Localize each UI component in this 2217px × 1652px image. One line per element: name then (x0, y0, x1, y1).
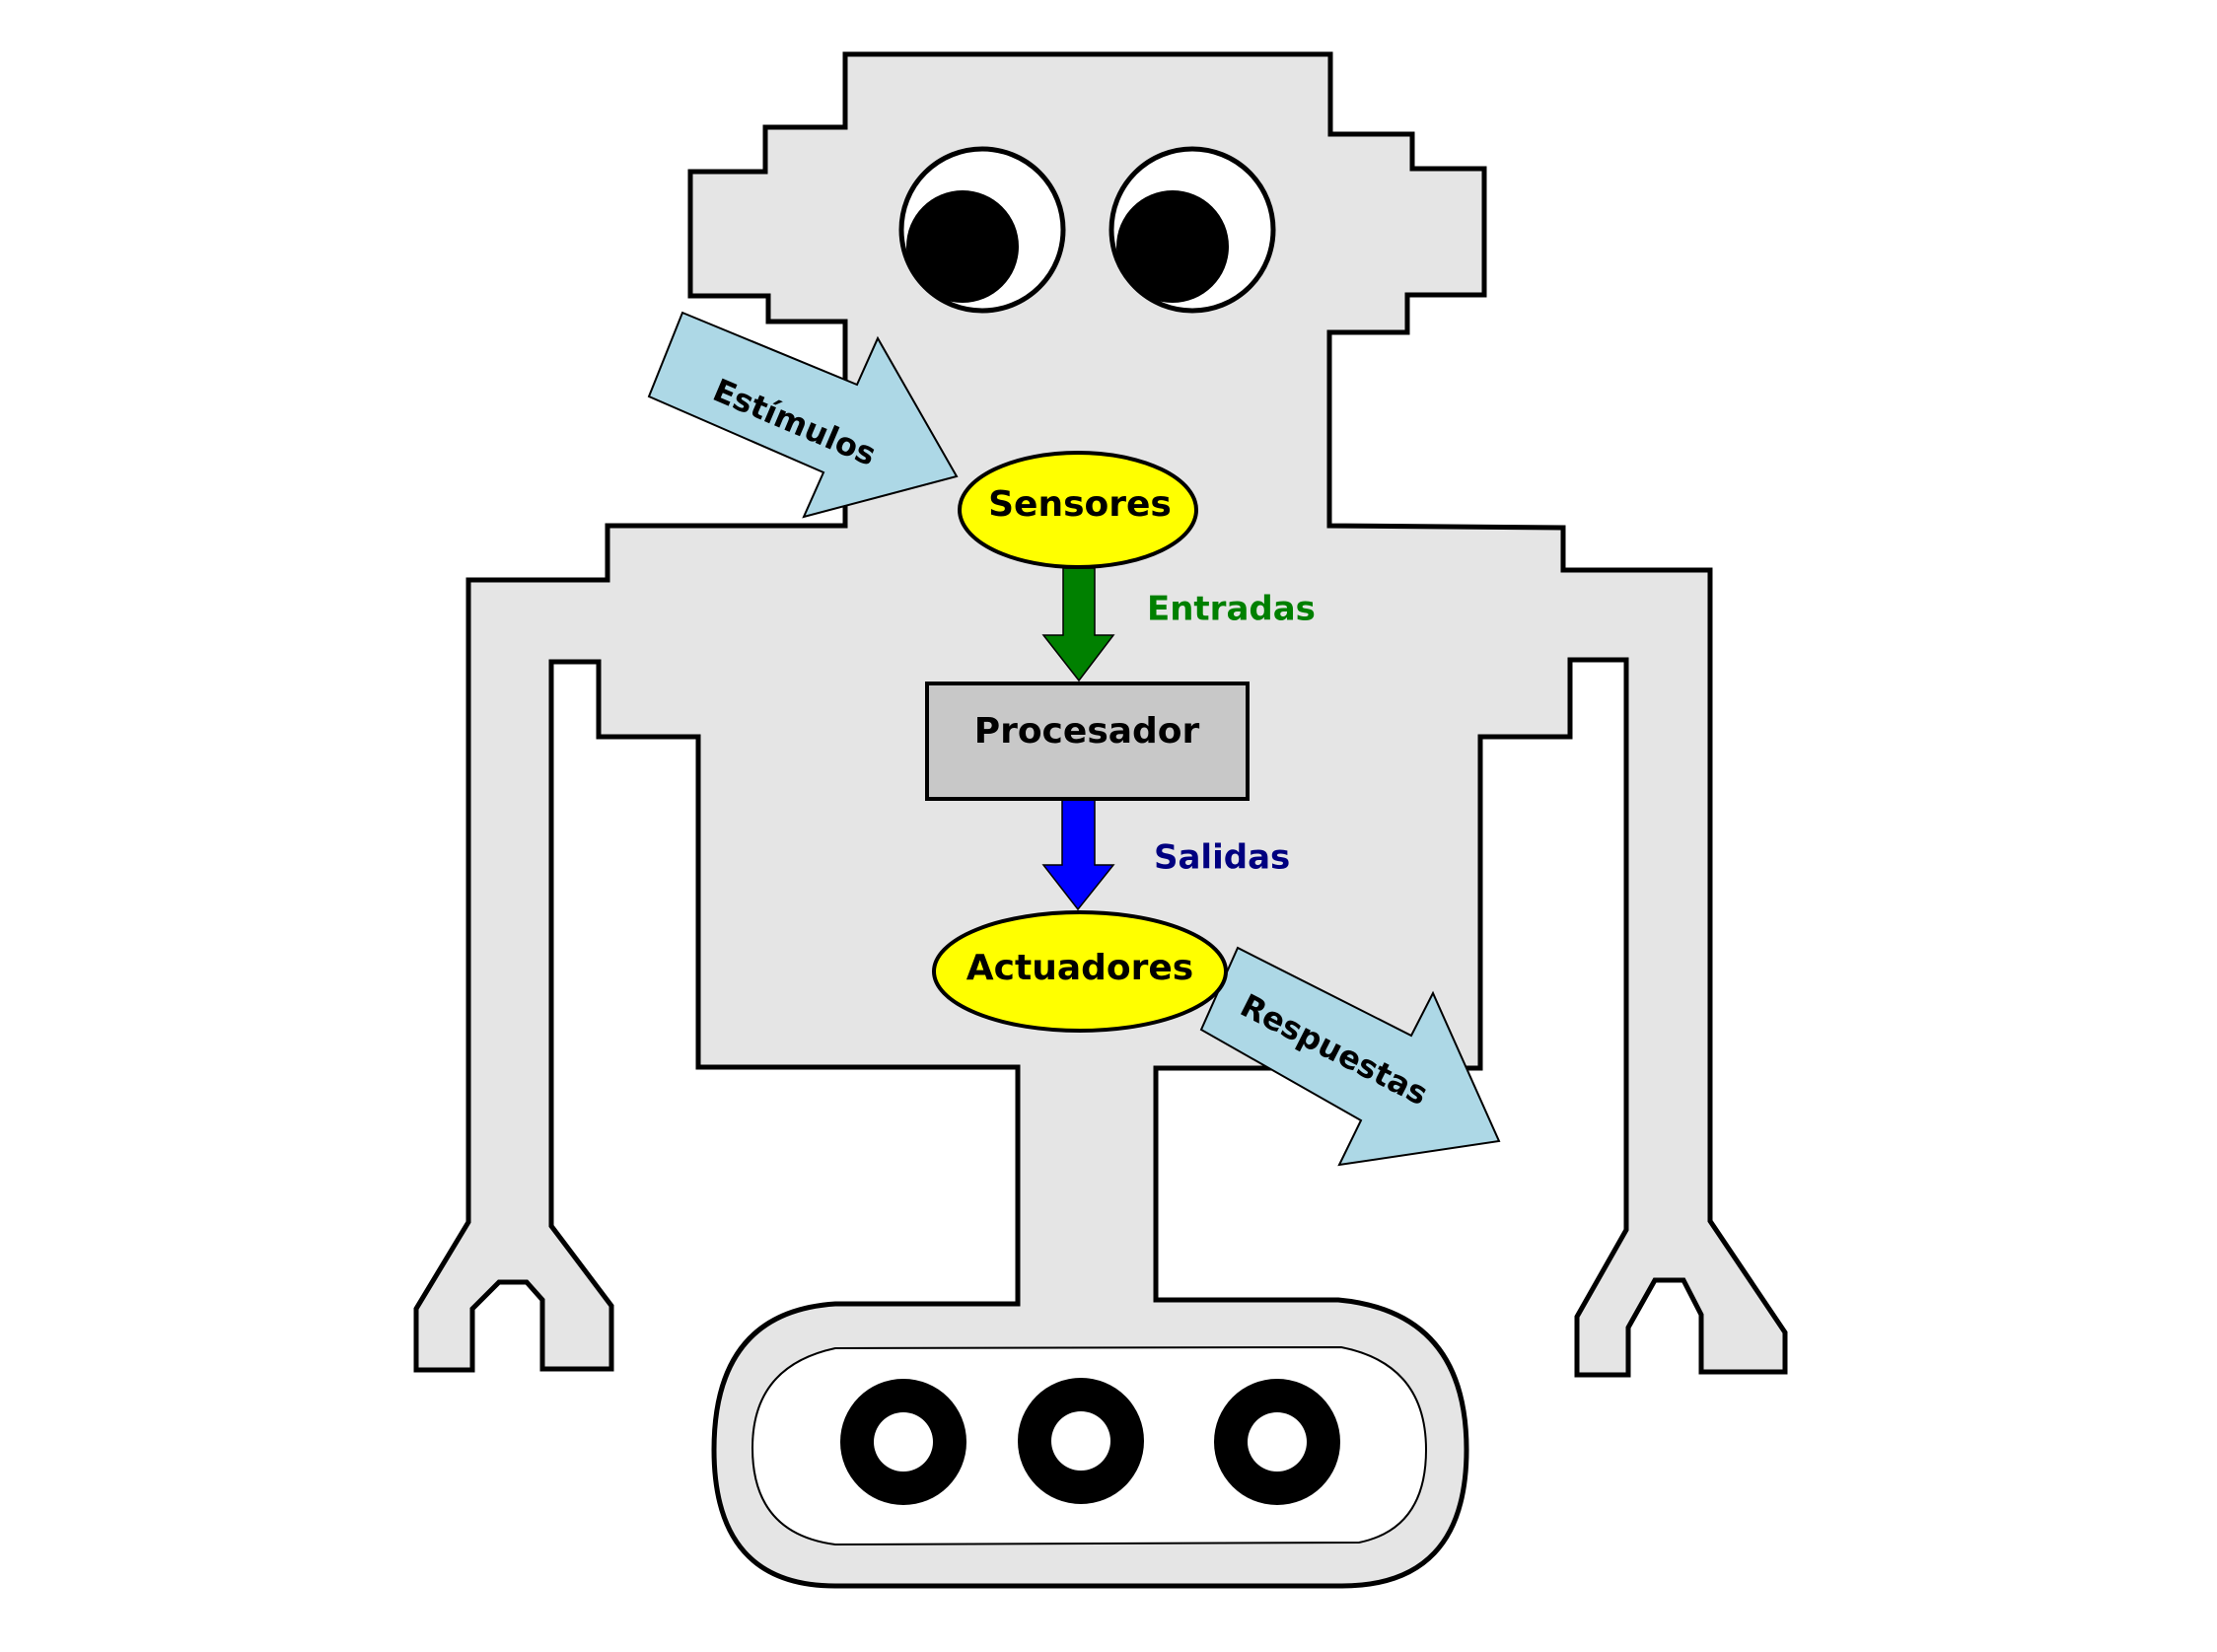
wheel-center (1018, 1378, 1144, 1504)
actuators-node: Actuadores (932, 910, 1228, 1033)
processor-node: Procesador (925, 682, 1250, 801)
sensors-label: Sensores (988, 484, 1172, 525)
input-arrow (1041, 567, 1115, 682)
processor-label: Procesador (974, 711, 1200, 752)
sensors-node: Sensores (958, 451, 1198, 569)
output-label: Salidas (1154, 838, 1290, 878)
eye-right (1108, 146, 1276, 314)
wheel-left (840, 1379, 966, 1505)
wheel-right (1214, 1379, 1340, 1505)
robot-body (413, 51, 1788, 1589)
actuators-label: Actuadores (966, 948, 1193, 988)
output-arrow (1041, 799, 1115, 911)
input-label: Entradas (1147, 590, 1316, 629)
eye-left (898, 146, 1066, 314)
